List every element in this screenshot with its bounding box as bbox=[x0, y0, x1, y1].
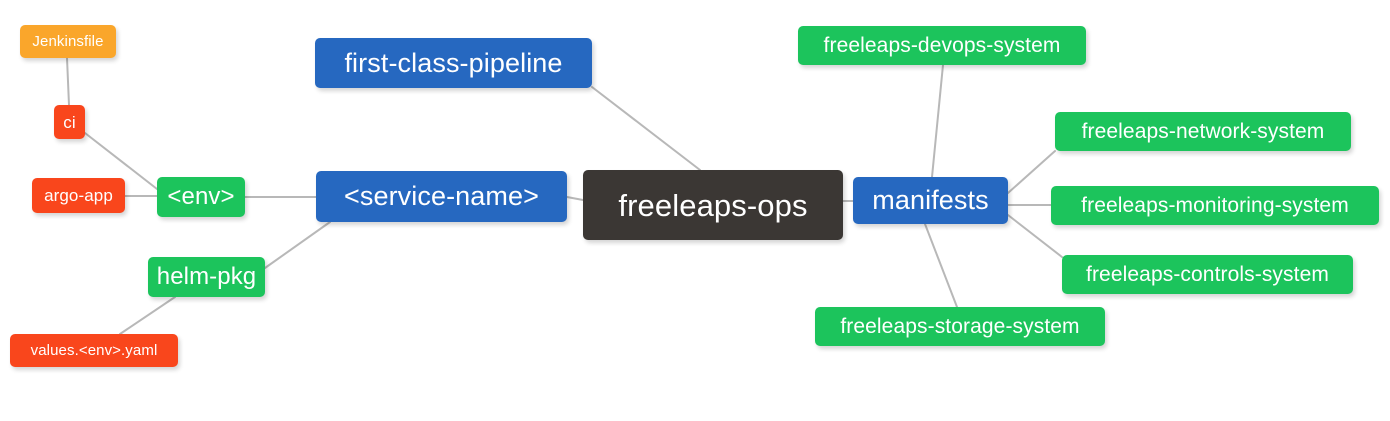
node-controls[interactable]: freeleaps-controls-system bbox=[1062, 255, 1353, 294]
node-label-env: <env> bbox=[167, 183, 235, 210]
node-root[interactable]: freeleaps-ops bbox=[583, 170, 843, 240]
node-label-manifests: manifests bbox=[872, 185, 989, 215]
node-label-controls: freeleaps-controls-system bbox=[1086, 263, 1329, 286]
node-label-service: <service-name> bbox=[344, 181, 539, 211]
node-label-ci: ci bbox=[63, 112, 76, 132]
node-network[interactable]: freeleaps-network-system bbox=[1055, 112, 1351, 151]
node-ci[interactable]: ci bbox=[54, 105, 85, 139]
node-label-argo: argo-app bbox=[44, 186, 113, 205]
node-label-storage: freeleaps-storage-system bbox=[840, 315, 1080, 338]
node-label-devops: freeleaps-devops-system bbox=[823, 34, 1061, 57]
edge-service-helm bbox=[264, 221, 331, 269]
node-devops[interactable]: freeleaps-devops-system bbox=[798, 26, 1086, 65]
node-argo[interactable]: argo-app bbox=[32, 178, 125, 213]
node-label-monitoring: freeleaps-monitoring-system bbox=[1081, 194, 1349, 217]
edge-root-service bbox=[566, 196, 584, 201]
edge-manifests-devops bbox=[931, 64, 944, 178]
edge-helm-values bbox=[119, 296, 176, 335]
node-env[interactable]: <env> bbox=[157, 177, 245, 217]
node-values[interactable]: values.<env>.yaml bbox=[10, 334, 178, 367]
node-label-values: values.<env>.yaml bbox=[30, 342, 158, 359]
edge-ci-jenkins bbox=[66, 57, 70, 106]
node-label-jenkins: Jenkinsfile bbox=[32, 33, 104, 50]
edge-root-pipeline bbox=[591, 86, 701, 171]
node-monitoring[interactable]: freeleaps-monitoring-system bbox=[1051, 186, 1379, 225]
node-label-helm: helm-pkg bbox=[156, 263, 257, 290]
node-helm[interactable]: helm-pkg bbox=[148, 257, 265, 297]
node-label-pipeline: first-class-pipeline bbox=[344, 47, 563, 78]
node-jenkins[interactable]: Jenkinsfile bbox=[20, 25, 116, 58]
node-pipeline[interactable]: first-class-pipeline bbox=[315, 38, 592, 88]
edge-manifests-network bbox=[1007, 150, 1056, 194]
node-manifests[interactable]: manifests bbox=[853, 177, 1008, 224]
node-service[interactable]: <service-name> bbox=[316, 171, 567, 222]
node-storage[interactable]: freeleaps-storage-system bbox=[815, 307, 1105, 346]
edge-manifests-storage bbox=[924, 223, 958, 308]
node-label-root: freeleaps-ops bbox=[618, 187, 808, 223]
node-label-network: freeleaps-network-system bbox=[1081, 120, 1325, 143]
